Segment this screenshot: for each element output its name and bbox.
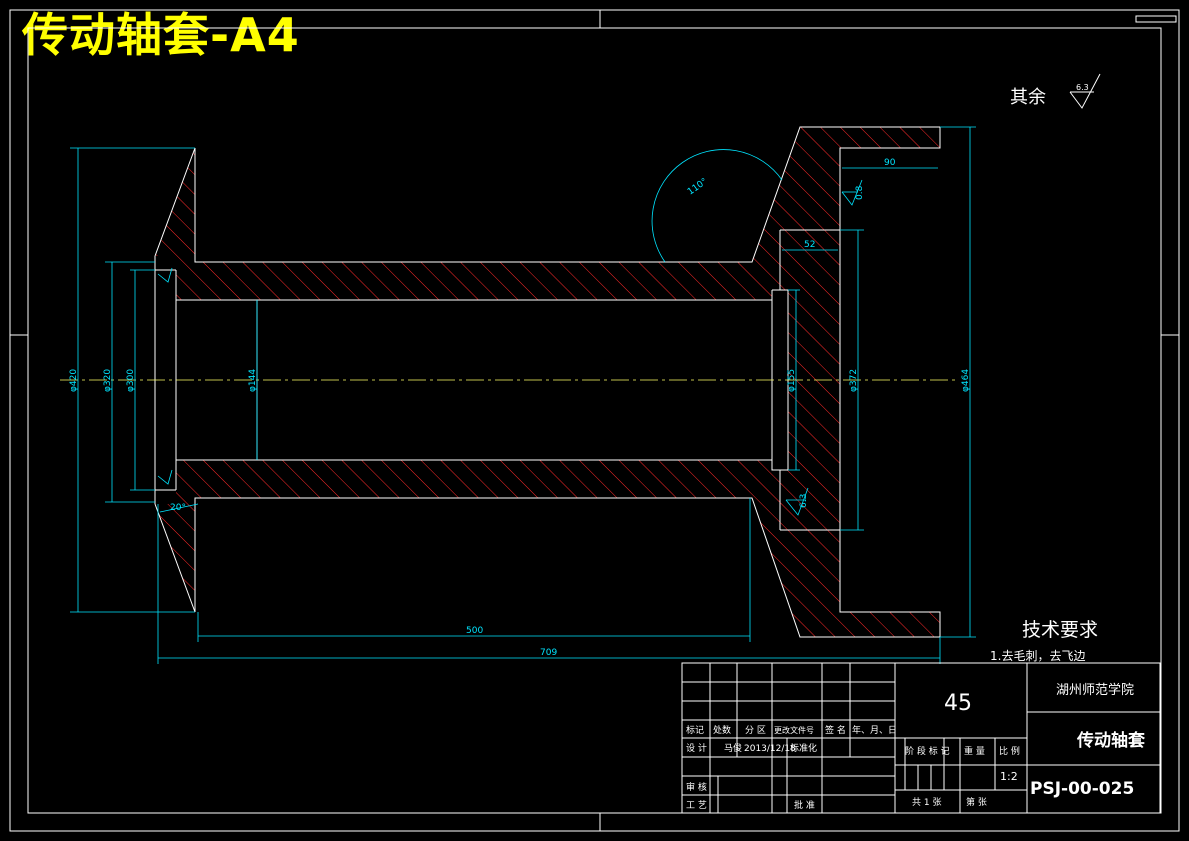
label-approve: 批 准 (794, 799, 815, 811)
col-date: 年、月、日 (852, 724, 897, 736)
title-drawing-no: PSJ-00-025 (1030, 779, 1134, 799)
roughness-08: 0.8 (855, 185, 865, 200)
drawing-title: 传动轴套-A4 (22, 8, 300, 62)
title-block (681, 662, 1161, 814)
col-mark: 标记 (686, 724, 704, 736)
title-part-name: 传动轴套 (1076, 730, 1146, 751)
dim-90: 90 (884, 158, 896, 168)
roughness-note-label: 其余 (1010, 87, 1046, 108)
part-outline (154, 126, 941, 638)
dim-phi372: φ372 (849, 369, 859, 392)
label-stage: 阶 段 标 记 (905, 745, 950, 757)
label-review: 审 核 (686, 781, 707, 793)
designer-name: 马俊 (724, 742, 742, 754)
roughness-symbol (1069, 73, 1101, 109)
label-weight: 重 量 (964, 745, 985, 757)
dim-phi144: φ144 (248, 369, 258, 392)
tech-requirement-1: 1.去毛刺，去飞边 (990, 649, 1085, 663)
col-change-doc: 更改文件号 (774, 725, 814, 735)
label-scale: 比 例 (999, 745, 1020, 757)
col-count: 处数 (713, 724, 731, 736)
dim-phi300: φ300 (126, 369, 136, 392)
label-standardize: 标准化 (790, 742, 817, 754)
dim-phi320: φ320 (103, 369, 113, 392)
dim-52: 52 (804, 240, 815, 250)
dim-500: 500 (466, 626, 483, 636)
section-hatch (155, 127, 940, 637)
tech-requirements-heading: 技术要求 (1022, 619, 1098, 641)
title-scale: 1:2 (1000, 770, 1018, 783)
dim-709: 709 (540, 648, 557, 658)
col-zone: 分 区 (745, 725, 766, 736)
drawing-frame (9, 9, 1180, 832)
title-material: 45 (944, 691, 972, 716)
label-design: 设 计 (686, 742, 707, 754)
roughness-63: 6.3 (799, 494, 809, 508)
label-process: 工 艺 (686, 800, 707, 811)
dim-angle-110: 110° (686, 177, 710, 198)
title-school: 湖州师范学院 (1056, 682, 1134, 698)
sheets-total: 共 1 张 (912, 797, 941, 808)
col-sign: 签 名 (825, 724, 846, 736)
dim-phi464: φ464 (961, 369, 971, 392)
dim-angle-20: 20° (170, 503, 186, 513)
sheet-number: 第 张 (966, 796, 987, 808)
roughness-note-value: 6.3 (1076, 83, 1089, 92)
dimension-lines (70, 126, 976, 664)
design-date: 2013/12/18 (744, 744, 796, 754)
dim-phi420: φ420 (69, 369, 79, 392)
dim-phi155: φ155 (787, 369, 797, 392)
